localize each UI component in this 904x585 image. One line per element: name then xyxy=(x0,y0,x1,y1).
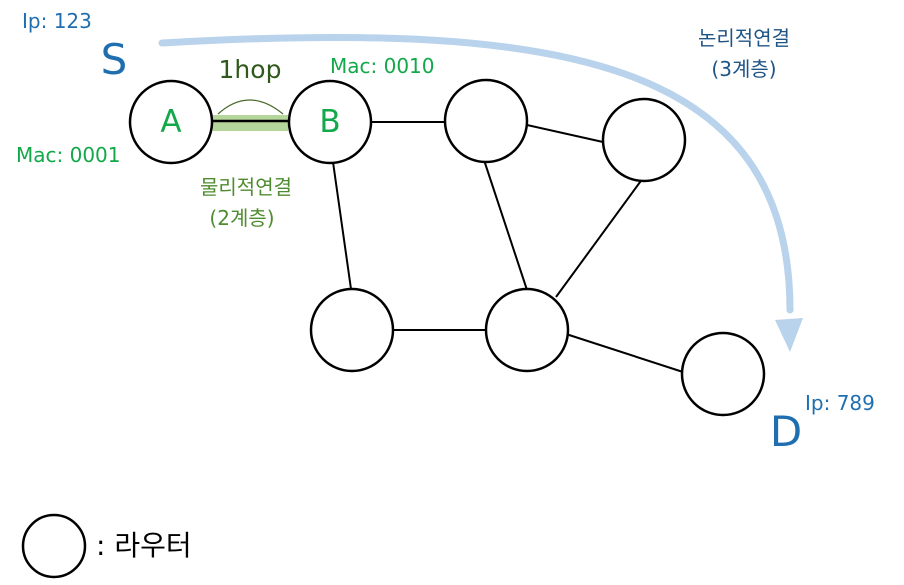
link-r1-r4 xyxy=(483,159,528,291)
router-2 xyxy=(601,97,687,183)
link-r4-r5 xyxy=(565,333,684,373)
node-a-label: A xyxy=(160,104,181,140)
link-r1-r2 xyxy=(526,124,604,143)
hop-arc xyxy=(217,99,284,115)
router-a xyxy=(128,79,214,165)
source-label: S xyxy=(101,35,128,84)
node-b-label: B xyxy=(319,104,340,140)
physical-connection-label-line1: 물리적연결 xyxy=(200,175,292,199)
physical-connection-label-line2: (2계층) xyxy=(209,206,274,230)
source-ip-label: Ip: 123 xyxy=(22,9,92,33)
router-b xyxy=(287,79,373,165)
dest-ip-label: Ip: 789 xyxy=(805,391,875,415)
logical-arrowhead xyxy=(775,318,803,352)
link-r2-r4 xyxy=(555,177,644,298)
router-5 xyxy=(680,331,766,417)
legend-text: : 라우터 xyxy=(96,529,192,562)
router-3 xyxy=(309,287,395,373)
hop-label: 1hop xyxy=(219,55,282,84)
router-4 xyxy=(484,287,570,373)
link-b-r3 xyxy=(332,161,352,290)
logical-connection-arrow xyxy=(158,33,794,314)
logical-connection-label-line2: (3계층) xyxy=(711,57,776,81)
dest-label: D xyxy=(770,407,802,456)
mac-b-label: Mac: 0010 xyxy=(330,54,435,78)
router-1 xyxy=(443,78,529,164)
legend-router-icon xyxy=(21,513,87,579)
logical-connection-label-line1: 논리적연결 xyxy=(698,26,790,50)
mac-a-label: Mac: 0001 xyxy=(16,143,121,167)
